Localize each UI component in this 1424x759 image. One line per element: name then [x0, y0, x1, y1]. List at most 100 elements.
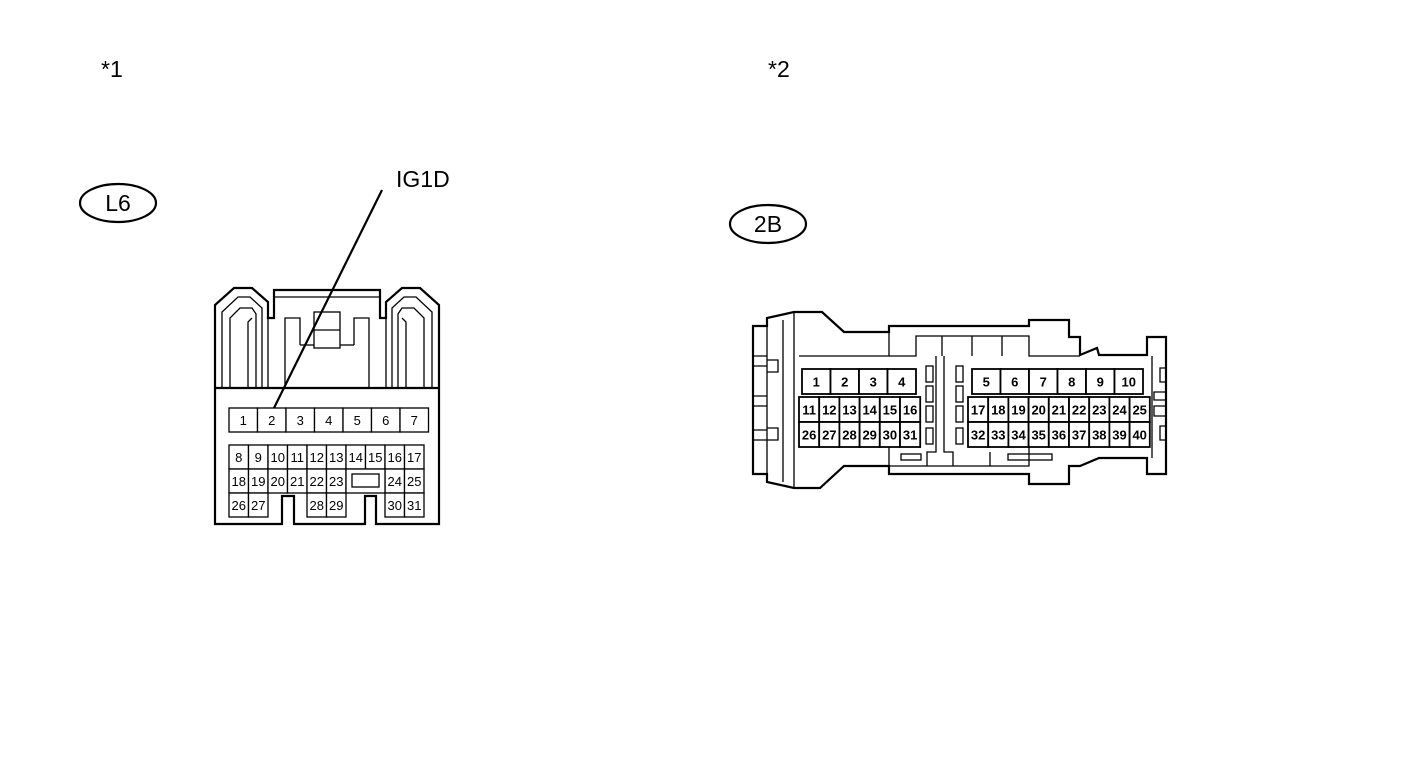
pin-number: 7 [411, 413, 418, 428]
pin-number: 8 [235, 450, 242, 465]
pin-number: 19 [1011, 403, 1025, 418]
pin-number: 18 [991, 403, 1005, 418]
pin-number: 21 [290, 474, 304, 489]
pin-number: 9 [1097, 375, 1104, 390]
pin-number: 30 [388, 498, 402, 513]
pin-cell [886, 368, 917, 395]
pin-number: 18 [232, 474, 246, 489]
pin-number: 17 [407, 450, 421, 465]
pin-number: 37 [1072, 428, 1086, 443]
pin-cell [285, 407, 316, 433]
pin-number: 5 [983, 375, 990, 390]
view-2-marker: *2 [768, 56, 790, 82]
pin-cell [342, 407, 373, 433]
pin-number: 11 [802, 403, 816, 418]
pin-number: 5 [354, 413, 361, 428]
pin-number: 21 [1052, 403, 1066, 418]
pin-number: 31 [903, 428, 917, 443]
pin-number: 26 [232, 498, 246, 513]
connector-code-2b: 2B [754, 211, 782, 237]
pin-number: 8 [1068, 375, 1075, 390]
pin-number: 10 [1122, 375, 1136, 390]
pin-number: 3 [870, 375, 877, 390]
pin-number: 1 [813, 375, 820, 390]
pin-number: 28 [842, 428, 856, 443]
pin-number: 12 [822, 403, 836, 418]
pin-number: 30 [883, 428, 897, 443]
pin-cell [1128, 421, 1151, 448]
pin-number: 33 [991, 428, 1005, 443]
pin-number: 15 [883, 403, 897, 418]
pin-number: 4 [898, 375, 906, 390]
pin-number: 16 [903, 403, 917, 418]
pin-cell [325, 492, 347, 518]
pin-number: 16 [388, 450, 402, 465]
pin-cell [1028, 368, 1059, 395]
pin-cell [971, 368, 1002, 395]
pin-number: 4 [325, 413, 332, 428]
pin-number: 25 [407, 474, 421, 489]
connector-code-ellipse-2b [728, 203, 808, 245]
pin-number: 20 [271, 474, 285, 489]
pin-number: 23 [329, 474, 343, 489]
pin-number: 22 [310, 474, 324, 489]
pin-number: 1 [240, 413, 247, 428]
pin-number: 2 [268, 413, 275, 428]
view-1-marker: *1 [101, 56, 123, 82]
pin-number: 10 [271, 450, 285, 465]
pin-number: 24 [388, 474, 402, 489]
pin-number: 7 [1040, 375, 1047, 390]
callout-ig1d: IG1D [396, 166, 450, 192]
pin-number: 22 [1072, 403, 1086, 418]
pin-cell [858, 368, 889, 395]
pin-number: 17 [971, 403, 985, 418]
pin-slot [351, 473, 380, 488]
connector-code-l6: L6 [105, 190, 131, 216]
pin-number: 3 [297, 413, 304, 428]
callout-leader-line [271, 189, 383, 413]
pin-cell [399, 407, 430, 433]
pin-number: 12 [310, 450, 324, 465]
connector-code-ellipse-l6 [78, 182, 158, 224]
pin-number: 6 [1011, 375, 1018, 390]
pin-number: 2 [841, 375, 848, 390]
pin-number: 29 [329, 498, 343, 513]
pin-cell [247, 492, 269, 518]
pin-cell [829, 368, 860, 395]
pin-number: 28 [310, 498, 324, 513]
pin-cell [256, 407, 287, 433]
pin-number: 19 [251, 474, 265, 489]
pin-number: 14 [862, 403, 877, 418]
pin-number: 34 [1011, 428, 1026, 443]
pin-number: 23 [1092, 403, 1106, 418]
pin-cell [1085, 368, 1116, 395]
pin-number: 24 [1112, 403, 1127, 418]
pin-number: 27 [251, 498, 265, 513]
pin-number: 29 [862, 428, 876, 443]
pin-number: 20 [1031, 403, 1045, 418]
pin-number: 38 [1092, 428, 1106, 443]
pin-number: 27 [822, 428, 836, 443]
pin-cell [899, 421, 922, 448]
pin-number: 9 [255, 450, 262, 465]
pin-number: 6 [382, 413, 389, 428]
pin-number: 40 [1132, 428, 1146, 443]
pin-number: 31 [407, 498, 421, 513]
pin-number: 36 [1052, 428, 1066, 443]
pin-number: 15 [368, 450, 382, 465]
pin-number: 26 [802, 428, 816, 443]
pin-number: 13 [842, 403, 856, 418]
pin-cell [370, 407, 401, 433]
pin-cell [403, 492, 425, 518]
pin-cell [1113, 368, 1144, 395]
pin-number: 25 [1132, 403, 1146, 418]
pin-number: 14 [349, 450, 363, 465]
pin-cell [1056, 368, 1087, 395]
pin-number: 11 [291, 450, 305, 465]
pin-number: 13 [329, 450, 343, 465]
pin-number: 39 [1112, 428, 1126, 443]
pin-number: 35 [1031, 428, 1045, 443]
